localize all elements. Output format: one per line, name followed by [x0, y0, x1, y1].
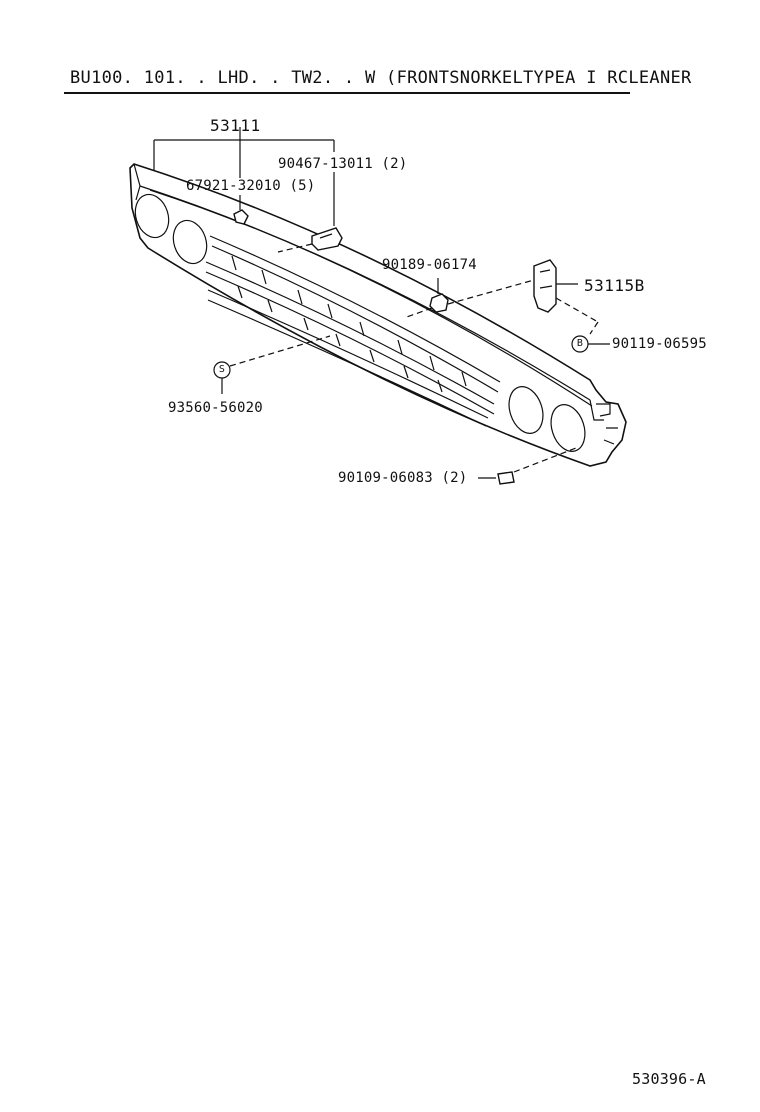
- s-marker: [213, 335, 331, 394]
- nut-part-number: 90189-06174: [382, 257, 477, 273]
- b-marker-letter: B: [576, 338, 584, 349]
- s-marker-letter: S: [218, 364, 226, 375]
- clip-part-number: 67921-32010 (5): [186, 178, 316, 194]
- bracket-clip-part: [277, 172, 343, 253]
- figure-id: 530396-A: [632, 1070, 706, 1088]
- bracket-part-number: 53115B: [584, 276, 645, 295]
- bracket-part: [533, 259, 599, 335]
- title-underline: [64, 92, 630, 94]
- nut-part: [403, 278, 535, 319]
- clip-part: [233, 195, 249, 225]
- bracket-clip-part-number: 90467-13011 (2): [278, 156, 408, 172]
- diagram-title: BU100. 101. . LHD. . TW2. . W (FRONTSNOR…: [70, 68, 692, 88]
- screw-s-part-number: 93560-56020: [168, 400, 263, 416]
- radiator-grille-illustration: [129, 163, 627, 467]
- bolt-part: [478, 447, 577, 485]
- grille-callout-bracket: [153, 127, 335, 178]
- grille-part-number: 53111: [210, 116, 261, 135]
- b-marker: [571, 335, 610, 353]
- screw-b-part-number: 90119-06595: [612, 336, 707, 352]
- bolt-part-number: 90109-06083 (2): [338, 470, 468, 486]
